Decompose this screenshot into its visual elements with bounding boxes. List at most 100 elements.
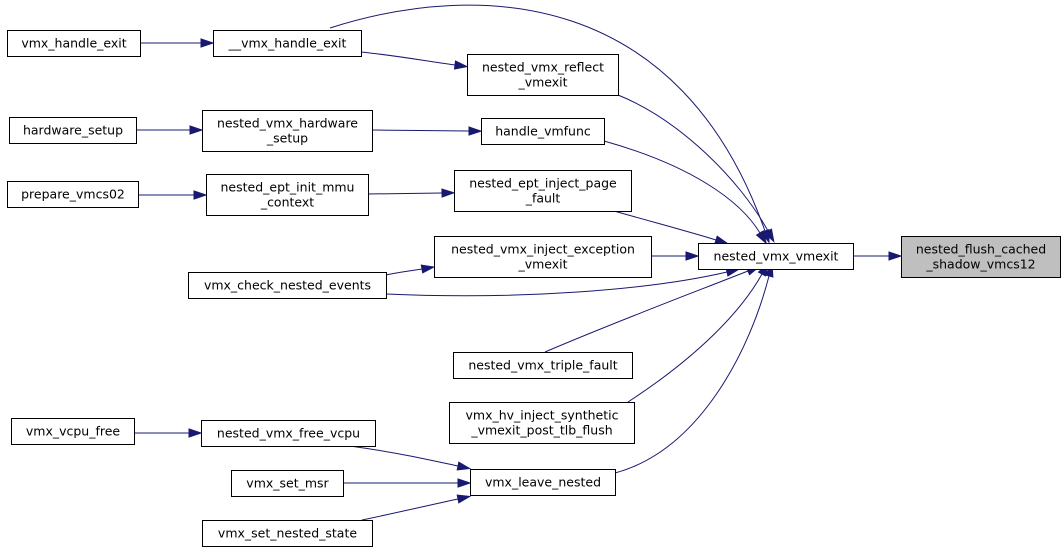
node-box[interactable] bbox=[7, 181, 139, 208]
edge-reflect-to-vmexit bbox=[617, 94, 775, 243]
arrowhead-icon bbox=[441, 188, 456, 198]
edge-line bbox=[627, 273, 763, 403]
node-box[interactable] bbox=[470, 469, 616, 496]
edge-line bbox=[603, 140, 761, 234]
node-label: __vmx_handle_exit bbox=[228, 36, 347, 51]
node-eptinit[interactable]: nested_ept_init_mmu_context bbox=[206, 174, 369, 216]
node-label: _context bbox=[260, 195, 314, 210]
node-box[interactable] bbox=[7, 30, 141, 57]
node-box[interactable] bbox=[202, 110, 373, 152]
edge-line bbox=[371, 129, 470, 132]
arrowhead-icon bbox=[714, 235, 730, 245]
edge-setmsr-to-leave bbox=[343, 478, 472, 488]
edge-vcpufree-to-nfreevcpu bbox=[134, 428, 203, 438]
arrowhead-icon bbox=[193, 190, 208, 200]
arrowhead-icon bbox=[685, 251, 700, 261]
edge-prep-to-eptinit bbox=[138, 190, 208, 200]
node-__handle[interactable]: __vmx_handle_exit bbox=[213, 30, 362, 57]
edge-injexc-to-vmexit bbox=[651, 251, 700, 261]
node-hvinj[interactable]: vmx_hv_inject_synthetic_vmexit_post_tlb_… bbox=[449, 402, 635, 444]
node-triple[interactable]: nested_vmx_triple_fault bbox=[453, 352, 633, 379]
node-box[interactable] bbox=[11, 418, 135, 445]
edge-vmfunc-to-vmexit bbox=[603, 140, 768, 245]
edge-vmexit-to-flush bbox=[853, 251, 903, 261]
node-injexc[interactable]: nested_vmx_inject_exception_vmexit bbox=[434, 236, 652, 278]
edge-line bbox=[385, 268, 423, 276]
node-box[interactable] bbox=[188, 272, 387, 299]
node-box[interactable] bbox=[231, 470, 344, 497]
node-label: _vmexit bbox=[517, 257, 567, 272]
edge-line bbox=[385, 271, 728, 297]
edge-line bbox=[360, 51, 456, 66]
edge-nfreevcpu-to-leave bbox=[349, 445, 472, 471]
node-box[interactable] bbox=[201, 420, 376, 447]
edge-line bbox=[614, 275, 770, 474]
arrowhead-icon bbox=[188, 428, 203, 438]
edge-line bbox=[613, 210, 717, 241]
edge-__handle-to-reflect bbox=[360, 51, 469, 70]
node-vmexit[interactable]: nested_vmx_vmexit bbox=[698, 243, 854, 270]
node-label: vmx_hv_inject_synthetic bbox=[466, 408, 619, 423]
node-label: _vmexit_post_tlb_flush bbox=[470, 423, 612, 438]
edge-leave-to-vmexit bbox=[614, 262, 774, 474]
arrowhead-icon bbox=[420, 264, 436, 274]
arrowhead-icon bbox=[456, 461, 472, 471]
node-label: nested_vmx_free_vcpu bbox=[217, 426, 360, 441]
arrowhead-icon bbox=[200, 38, 215, 48]
edge-line bbox=[367, 192, 443, 195]
edge-line bbox=[617, 94, 769, 232]
edge-line bbox=[329, 4, 766, 232]
node-layer: nested_flush_cached_shadow_vmcs12nested_… bbox=[7, 30, 1061, 547]
edge-line bbox=[361, 498, 459, 521]
node-box[interactable] bbox=[449, 402, 635, 444]
node-box[interactable] bbox=[698, 243, 854, 270]
edge-line bbox=[349, 445, 459, 467]
node-setmsr[interactable]: vmx_set_msr bbox=[231, 470, 344, 497]
node-label: vmx_set_nested_state bbox=[218, 526, 357, 541]
node-nhwsetup[interactable]: nested_vmx_hardware_setup bbox=[202, 110, 373, 152]
edge-layer bbox=[134, 4, 903, 521]
node-box[interactable] bbox=[202, 520, 373, 547]
node-hwsetup[interactable]: hardware_setup bbox=[9, 117, 137, 144]
node-label: nested_flush_cached bbox=[916, 242, 1046, 257]
edge-hvinj-to-vmexit bbox=[627, 262, 769, 403]
node-label: vmx_leave_nested bbox=[485, 475, 601, 490]
node-handle[interactable]: vmx_handle_exit bbox=[7, 30, 141, 57]
node-label: vmx_check_nested_events bbox=[204, 278, 371, 293]
node-box[interactable] bbox=[901, 236, 1061, 278]
node-label: nested_vmx_hardware bbox=[217, 116, 358, 131]
node-box[interactable] bbox=[453, 352, 633, 379]
node-label: hardware_setup bbox=[23, 123, 123, 138]
node-label: _fault bbox=[525, 191, 561, 206]
node-eptpf[interactable]: nested_ept_inject_page_fault bbox=[454, 170, 632, 212]
node-prep[interactable]: prepare_vmcs02 bbox=[7, 181, 139, 208]
node-label: _shadow_vmcs12 bbox=[925, 257, 1035, 272]
node-label: _vmexit bbox=[517, 75, 567, 90]
arrowhead-icon bbox=[453, 60, 469, 70]
node-nfreevcpu[interactable]: nested_vmx_free_vcpu bbox=[201, 420, 376, 447]
arrowhead-icon bbox=[888, 251, 903, 261]
node-reflect[interactable]: nested_vmx_reflect_vmexit bbox=[467, 54, 619, 96]
node-flush[interactable]: nested_flush_cached_shadow_vmcs12 bbox=[901, 236, 1061, 278]
node-vcpufree[interactable]: vmx_vcpu_free bbox=[11, 418, 135, 445]
node-box[interactable] bbox=[434, 236, 652, 278]
node-label: nested_ept_inject_page bbox=[469, 176, 617, 191]
node-label: _setup bbox=[266, 131, 308, 146]
arrowhead-icon bbox=[763, 228, 775, 243]
node-box[interactable] bbox=[206, 174, 369, 216]
arrowhead-icon bbox=[457, 478, 472, 488]
node-vmfunc[interactable]: handle_vmfunc bbox=[481, 118, 605, 145]
edge-checkev-to-injexc bbox=[385, 264, 436, 276]
node-label: nested_vmx_reflect bbox=[482, 60, 604, 75]
node-leave[interactable]: vmx_leave_nested bbox=[470, 469, 616, 496]
node-label: vmx_vcpu_free bbox=[26, 424, 121, 439]
node-checkev[interactable]: vmx_check_nested_events bbox=[188, 272, 387, 299]
arrowhead-icon bbox=[456, 494, 472, 504]
node-box[interactable] bbox=[454, 170, 632, 212]
node-label: nested_vmx_vmexit bbox=[714, 249, 839, 264]
node-box[interactable] bbox=[9, 117, 137, 144]
node-box[interactable] bbox=[213, 30, 362, 57]
node-box[interactable] bbox=[467, 54, 619, 96]
node-setstate[interactable]: vmx_set_nested_state bbox=[202, 520, 373, 547]
node-box[interactable] bbox=[481, 118, 605, 145]
